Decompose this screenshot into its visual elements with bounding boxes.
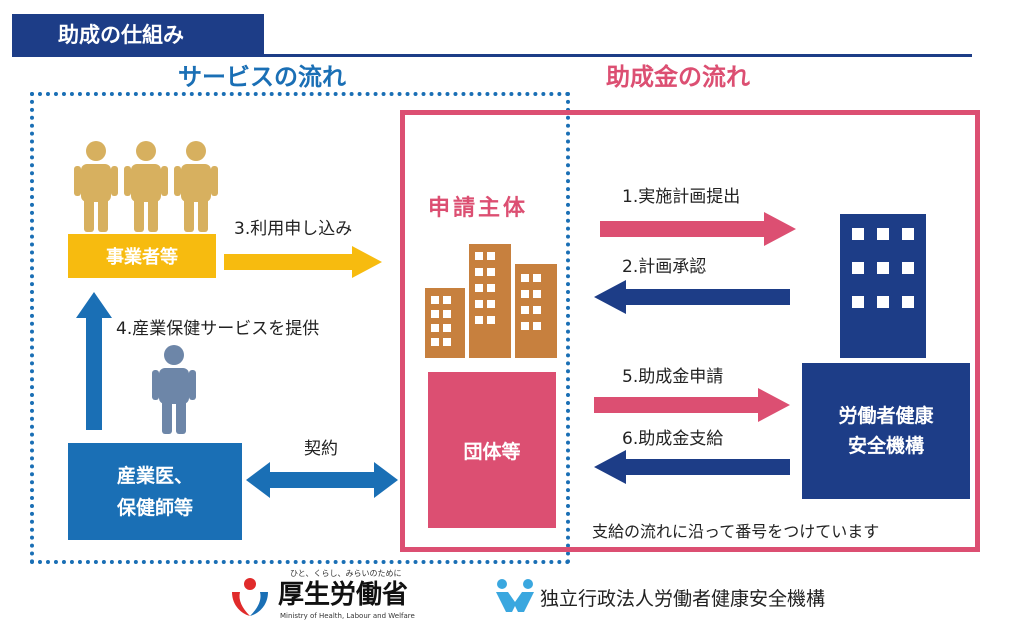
step5-label: 5.助成金申請 <box>622 367 724 387</box>
mhlw-name: 厚生労働省 <box>278 580 409 610</box>
step3-arrow <box>224 246 382 278</box>
service-flow-title: サービスの流れ <box>178 63 346 91</box>
contract-label: 契約 <box>304 439 338 459</box>
mhlw-logo-icon <box>232 578 268 616</box>
step2-label: 2.計画承認 <box>622 257 707 277</box>
step6-label: 6.助成金支給 <box>622 429 724 449</box>
group-box: 団体等 <box>428 372 556 528</box>
person-icon <box>152 345 196 434</box>
step2-arrow <box>594 280 790 314</box>
agency-line2: 安全機構 <box>847 435 924 457</box>
office-building-icon <box>425 244 557 358</box>
step3-label: 3.利用申し込み <box>234 219 353 239</box>
agency-line1: 労働者健康 <box>838 405 934 427</box>
employers-box: 事業者等 <box>68 234 216 278</box>
step1-label: 1.実施計画提出 <box>622 187 741 207</box>
step4-label: 4.産業保健サービスを提供 <box>116 319 320 339</box>
title-underline <box>12 54 972 57</box>
applicant-label: 申請主体 <box>428 196 529 221</box>
step5-arrow <box>594 388 790 422</box>
step6-arrow <box>594 450 790 484</box>
money-flow-frame <box>400 110 980 552</box>
page-title: 助成の仕組み <box>12 14 264 56</box>
step1-arrow <box>600 212 796 246</box>
doctors-line2: 保健師等 <box>116 496 193 519</box>
people-icon <box>74 141 218 232</box>
numbering-note: 支給の流れに沿って番号をつけています <box>592 522 880 541</box>
agency-box: 労働者健康 安全機構 <box>802 363 970 499</box>
service-flow-frame <box>30 92 570 564</box>
money-flow-title: 助成金の流れ <box>606 63 750 91</box>
contract-arrow <box>246 462 398 498</box>
step4-arrow <box>76 292 112 430</box>
doctors-line1: 産業医、 <box>116 464 193 487</box>
mhlw-english: Ministry of Health, Labour and Welfare <box>280 612 415 620</box>
mhlw-tagline: ひと、くらし、みらいのために <box>290 569 402 578</box>
johas-logo-icon <box>496 579 534 612</box>
doctors-box: 産業医、 保健師等 <box>68 443 242 540</box>
agency-building-icon <box>840 214 926 358</box>
johas-name: 独立行政法人労働者健康安全機構 <box>540 588 826 610</box>
